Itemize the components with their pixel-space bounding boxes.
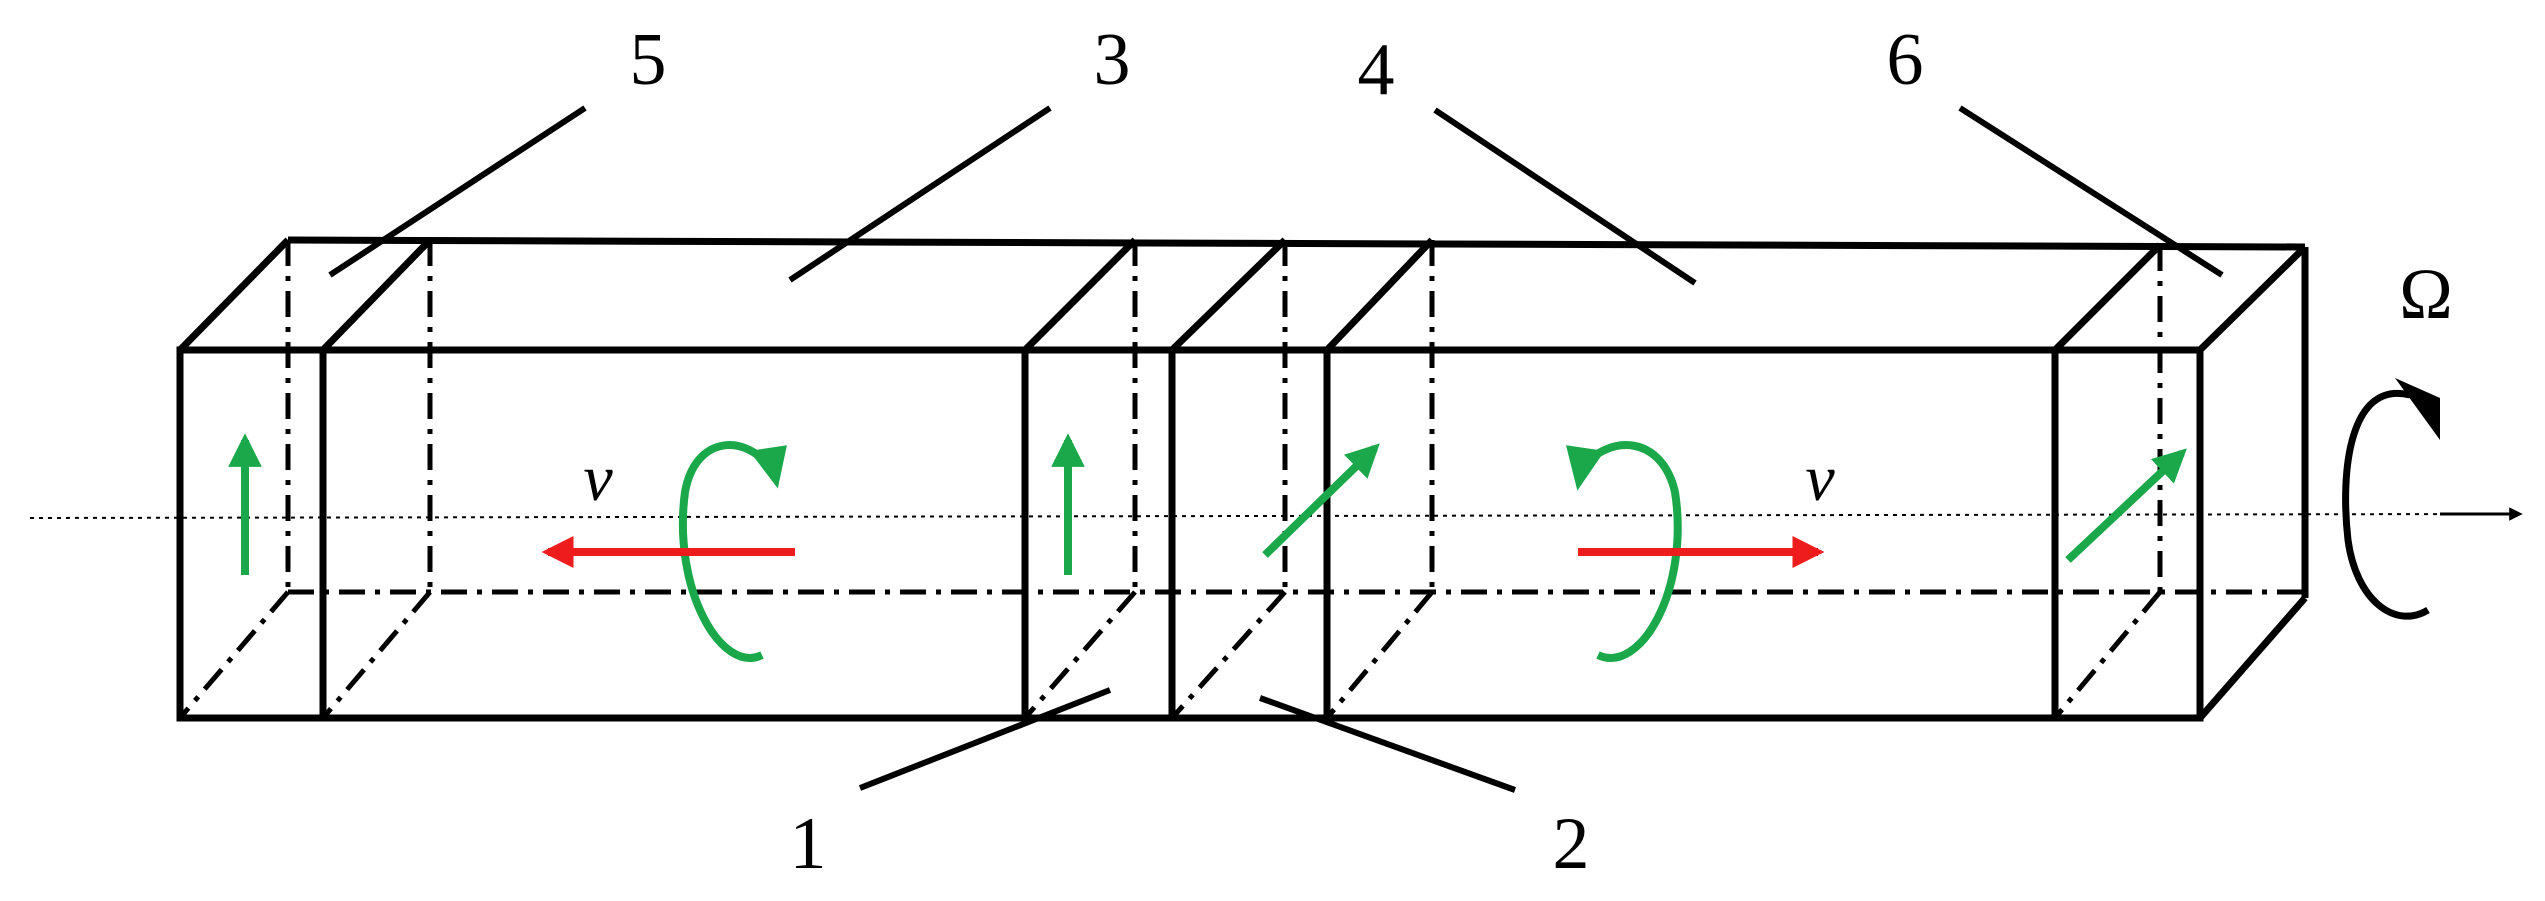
velocity-label-right: v: [1805, 442, 1835, 515]
label-3: 3: [1094, 19, 1131, 101]
field-arrows: [228, 433, 2187, 575]
hidden-edges: [178, 240, 2305, 720]
rotation-arrow-right: [1576, 441, 1682, 662]
leader-lines: [328, 105, 2224, 793]
label-5: 5: [630, 19, 667, 101]
rotation-arrows: [678, 441, 1682, 662]
omega-label: Ω: [2399, 254, 2453, 334]
field-arrow-section-2: [1262, 443, 1380, 558]
velocity-label-left: v: [583, 442, 613, 515]
rotation-arrow-left: [678, 441, 776, 662]
section-separators: [319, 237, 2163, 718]
global-rotation: Ω: [2342, 254, 2453, 620]
field-arrow-right-end: [2065, 448, 2187, 563]
label-4: 4: [1358, 29, 1395, 111]
label-2: 2: [1553, 803, 1590, 885]
part-labels: 5 3 4 6 1 2: [630, 19, 1924, 885]
rotation-axis: [29, 507, 2523, 521]
label-6: 6: [1887, 19, 1924, 101]
label-1: 1: [790, 803, 827, 885]
beam-outline: [176, 236, 2309, 722]
